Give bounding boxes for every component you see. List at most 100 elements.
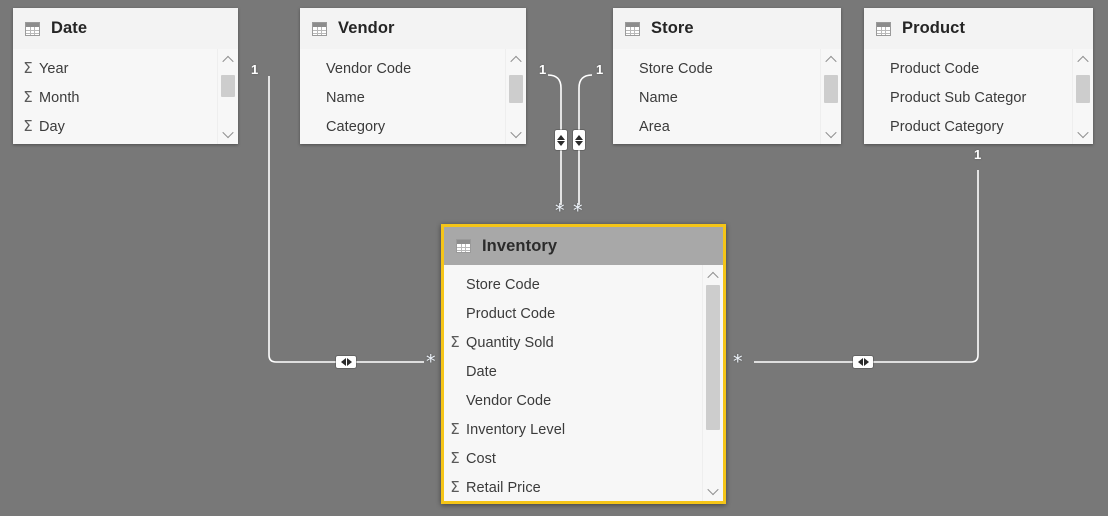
field-row[interactable]: Name bbox=[613, 83, 820, 112]
sigma-icon: Σ bbox=[23, 88, 33, 106]
field-row[interactable]: Product Code bbox=[444, 299, 702, 328]
field-name: Name bbox=[639, 89, 678, 106]
field-row[interactable]: Store Code bbox=[444, 270, 702, 299]
sigma-icon: Σ bbox=[23, 117, 33, 135]
sigma-icon: Σ bbox=[23, 59, 33, 77]
sigma-icon: Σ bbox=[450, 449, 460, 467]
field-name: Product Category bbox=[890, 118, 1004, 135]
cross-filter-direction-icon-date-inventory[interactable] bbox=[336, 356, 356, 368]
field-name: Product Code bbox=[890, 60, 980, 77]
field-name: Area bbox=[639, 118, 670, 135]
scroll-down-icon[interactable] bbox=[218, 125, 238, 142]
field-row[interactable]: Category bbox=[300, 112, 505, 141]
cross-filter-direction-icon-product-inventory[interactable] bbox=[853, 356, 873, 368]
table-header-vendor[interactable]: Vendor bbox=[300, 8, 526, 49]
scrollbar-thumb[interactable] bbox=[509, 75, 523, 103]
field-name: Retail Price bbox=[466, 479, 541, 496]
field-row[interactable]: Area bbox=[613, 112, 820, 141]
field-row[interactable]: Σ Cost bbox=[444, 444, 702, 473]
table-header-product[interactable]: Product bbox=[864, 8, 1093, 49]
scroll-up-icon[interactable] bbox=[218, 51, 238, 68]
scroll-down-icon[interactable] bbox=[703, 482, 723, 499]
table-title: Inventory bbox=[482, 236, 558, 255]
field-row[interactable]: Product Sub Categor bbox=[864, 83, 1072, 112]
table-grid-icon bbox=[625, 21, 640, 36]
cross-filter-direction-icon-store-inventory[interactable] bbox=[573, 130, 585, 150]
vertical-scrollbar[interactable] bbox=[702, 265, 723, 501]
table-title: Date bbox=[51, 19, 88, 37]
scrollbar-thumb[interactable] bbox=[706, 285, 720, 430]
field-row[interactable]: Store Code bbox=[613, 54, 820, 83]
field-row[interactable]: Product Code bbox=[864, 54, 1072, 83]
cardinality-one-label-product-inventory: 1 bbox=[974, 147, 982, 162]
cardinality-one-label-date-inventory: 1 bbox=[251, 62, 259, 77]
field-row[interactable]: Σ Inventory Level bbox=[444, 415, 702, 444]
scroll-up-icon[interactable] bbox=[821, 51, 841, 68]
relationship-line-product-inventory[interactable] bbox=[754, 170, 979, 363]
field-row[interactable]: Σ Day bbox=[13, 112, 217, 141]
scroll-up-icon[interactable] bbox=[703, 267, 723, 284]
vertical-scrollbar[interactable] bbox=[217, 49, 238, 144]
field-name: Month bbox=[39, 89, 80, 106]
scroll-down-icon[interactable] bbox=[506, 125, 526, 142]
scrollbar-thumb[interactable] bbox=[221, 75, 235, 97]
vertical-scrollbar[interactable] bbox=[505, 49, 526, 144]
field-name: Quantity Sold bbox=[466, 334, 554, 351]
vertical-scrollbar[interactable] bbox=[1072, 49, 1093, 144]
field-row[interactable]: Date bbox=[444, 357, 702, 386]
field-row[interactable]: Σ Month bbox=[13, 83, 217, 112]
scroll-up-icon[interactable] bbox=[1073, 51, 1093, 68]
field-row[interactable]: Vendor Code bbox=[300, 54, 505, 83]
scrollbar-thumb[interactable] bbox=[824, 75, 838, 103]
sigma-icon: Σ bbox=[450, 420, 460, 438]
table-grid-icon bbox=[25, 21, 40, 36]
field-name: Product Sub Categor bbox=[890, 89, 1027, 106]
cardinality-one-label-store-inventory: 1 bbox=[596, 62, 604, 77]
scroll-down-icon[interactable] bbox=[1073, 125, 1093, 142]
scroll-up-icon[interactable] bbox=[506, 51, 526, 68]
table-title: Product bbox=[902, 19, 966, 37]
field-name: Store Code bbox=[466, 276, 540, 293]
table-title: Store bbox=[651, 19, 694, 37]
field-name: Inventory Level bbox=[466, 421, 566, 438]
field-name: Vendor Code bbox=[466, 392, 552, 409]
table-grid-icon bbox=[312, 21, 327, 36]
table-header-store[interactable]: Store bbox=[613, 8, 841, 49]
table-header-inventory[interactable]: Inventory bbox=[444, 227, 723, 265]
field-row[interactable]: Product Category bbox=[864, 112, 1072, 141]
cardinality-one-label-vendor-inventory: 1 bbox=[539, 62, 547, 77]
field-row[interactable]: Σ Quantity Sold bbox=[444, 328, 702, 357]
field-row[interactable]: Vendor Code bbox=[444, 386, 702, 415]
field-name: Vendor Code bbox=[326, 60, 412, 77]
scroll-down-icon[interactable] bbox=[821, 125, 841, 142]
cardinality-many-label-product-inventory: * bbox=[733, 351, 743, 373]
cardinality-many-label-vendor-inventory: * bbox=[555, 200, 565, 222]
table-header-date[interactable]: Date bbox=[13, 8, 238, 49]
field-name: Date bbox=[466, 363, 497, 380]
field-row[interactable]: Σ Retail Price bbox=[444, 473, 702, 501]
scrollbar-thumb[interactable] bbox=[1076, 75, 1090, 103]
sigma-icon: Σ bbox=[450, 333, 460, 351]
table-title: Vendor bbox=[338, 19, 395, 37]
cross-filter-direction-icon-vendor-inventory[interactable] bbox=[555, 130, 567, 150]
field-row[interactable]: Name bbox=[300, 83, 505, 112]
field-name: Day bbox=[39, 118, 65, 135]
vertical-scrollbar[interactable] bbox=[820, 49, 841, 144]
field-name: Cost bbox=[466, 450, 497, 467]
sigma-icon: Σ bbox=[450, 478, 460, 496]
